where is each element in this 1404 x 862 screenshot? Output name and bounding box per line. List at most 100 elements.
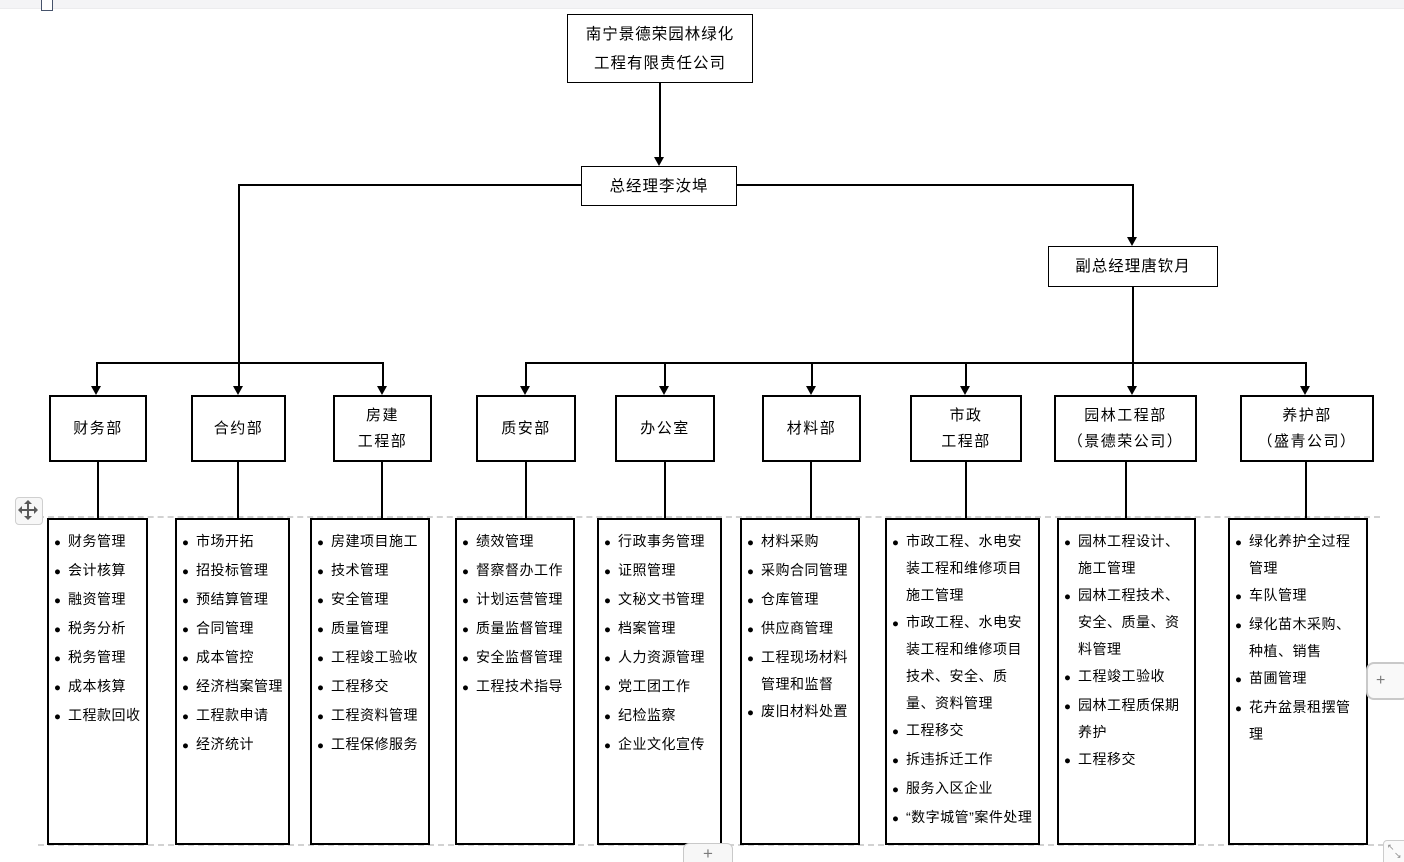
dept-label-line: 园林工程部	[1084, 406, 1167, 424]
dept-box-office: 办公室	[615, 395, 715, 462]
duty-item: 安全监督管理	[462, 644, 570, 673]
duty-text: 绿化养护全过程管理	[1249, 533, 1351, 576]
duty-text: 招投标管理	[196, 562, 269, 578]
duty-item: 市政工程、水电安装工程和维修项目技术、安全、质量、资料管理	[892, 609, 1035, 717]
duty-text: 融资管理	[68, 591, 126, 607]
connector-line	[811, 362, 813, 388]
duty-item: 行政事务管理	[604, 528, 717, 557]
duty-text: 人力资源管理	[618, 649, 705, 665]
arrow-down-icon	[659, 386, 669, 395]
bullet-icon	[604, 586, 618, 615]
dept-box-municipal-eng: 市政工程部	[910, 395, 1022, 462]
connector-line	[1125, 462, 1127, 518]
bullet-icon	[182, 586, 196, 615]
duty-text: 工程款申请	[196, 707, 269, 723]
arrow-down-icon	[960, 386, 970, 395]
connector-line	[1305, 462, 1307, 518]
resize-handle[interactable]: ↖ ↘	[1383, 840, 1404, 862]
bullet-icon	[182, 644, 196, 673]
bullet-icon	[317, 731, 331, 760]
duty-item: 计划运营管理	[462, 586, 570, 615]
dept-box-finance: 财务部	[49, 395, 147, 462]
duty-item: “数字城管”案件处理	[892, 804, 1035, 833]
duty-text: 工程保修服务	[331, 736, 418, 752]
bullet-icon	[317, 528, 331, 557]
duty-text: 计划运营管理	[476, 591, 563, 607]
duty-text: 技术管理	[331, 562, 389, 578]
bullet-icon	[747, 698, 761, 727]
duty-item: 文秘文书管理	[604, 586, 717, 615]
table-gridline	[38, 516, 1380, 518]
table-move-handle[interactable]	[15, 497, 43, 525]
bullet-icon	[1064, 663, 1078, 692]
duty-text: 园林工程质保期养护	[1078, 697, 1180, 740]
duty-item: 成本核算	[54, 673, 143, 702]
duty-text: 督察督办工作	[476, 562, 563, 578]
connector-line	[381, 462, 383, 518]
duty-text: 服务入区企业	[906, 780, 993, 796]
deputy-general-manager-label: 副总经理唐钦月	[1075, 258, 1191, 275]
dept-box-maintenance: 养护部（盛青公司）	[1240, 395, 1374, 462]
duty-item: 供应商管理	[747, 615, 855, 644]
duty-item: 融资管理	[54, 586, 143, 615]
duty-text: 绿化苗木采购、种植、销售	[1249, 616, 1351, 659]
duty-text: 拆违拆迁工作	[906, 751, 993, 767]
duty-text: 园林工程设计、施工管理	[1078, 533, 1180, 576]
bullet-icon	[1235, 528, 1249, 557]
duty-text: 车队管理	[1249, 587, 1307, 603]
duty-text: 工程款回收	[68, 707, 141, 723]
connector-line	[97, 462, 99, 518]
dept-label-line: 房建	[365, 406, 399, 424]
duties-list-municipal-eng: 市政工程、水电安装工程和维修项目施工管理市政工程、水电安装工程和维修项目技术、安…	[885, 518, 1040, 845]
duty-text: 财务管理	[68, 533, 126, 549]
duty-item: 督察督办工作	[462, 557, 570, 586]
duty-text: 安全管理	[331, 591, 389, 607]
duty-text: “数字城管”案件处理	[906, 809, 1033, 825]
duty-item: 质量管理	[317, 615, 425, 644]
bullet-icon	[604, 673, 618, 702]
dept-label-line: （盛青公司）	[1257, 432, 1357, 450]
bullet-icon	[54, 644, 68, 673]
general-manager-box: 总经理李汝埠	[581, 166, 737, 206]
duties-list-maintenance: 绿化养护全过程管理车队管理绿化苗木采购、种植、销售苗圃管理花卉盆景租摆管理	[1228, 518, 1368, 845]
duties-list-quality-safety: 绩效管理督察督办工作计划运营管理质量监督管理安全监督管理工程技术指导	[455, 518, 575, 845]
add-column-button[interactable]: +	[1366, 662, 1404, 700]
connector-line	[965, 462, 967, 518]
connector-line	[737, 184, 1134, 186]
duty-item: 工程现场材料管理和监督	[747, 644, 855, 698]
dept-label-line: 市政	[949, 406, 983, 424]
duty-text: 质量管理	[331, 620, 389, 636]
bullet-icon	[747, 644, 761, 673]
bullet-icon	[604, 702, 618, 731]
duty-text: 工程移交	[906, 722, 964, 738]
bullet-icon	[317, 586, 331, 615]
bullet-icon	[182, 702, 196, 731]
company-name-line: 南宁景德荣园林绿化	[585, 25, 735, 43]
duty-item: 质量监督管理	[462, 615, 570, 644]
connector-line	[237, 462, 239, 518]
duty-item: 经济档案管理	[182, 673, 285, 702]
bullet-icon	[1235, 694, 1249, 723]
duty-item: 绿化养护全过程管理	[1235, 528, 1363, 582]
bullet-icon	[604, 731, 618, 760]
duty-item: 企业文化宣传	[604, 731, 717, 760]
duty-text: 经济统计	[196, 736, 254, 752]
add-row-button[interactable]: +	[683, 843, 733, 862]
bullet-icon	[54, 702, 68, 731]
connector-line	[526, 362, 1307, 364]
bullet-icon	[892, 775, 906, 804]
duty-item: 材料采购	[747, 528, 855, 557]
duty-text: 园林工程技术、安全、质量、资料管理	[1078, 587, 1180, 657]
duty-item: 园林工程设计、施工管理	[1064, 528, 1191, 582]
move-icon	[18, 500, 38, 520]
bullet-icon	[182, 731, 196, 760]
connector-line	[1132, 184, 1134, 239]
duty-item: 采购合同管理	[747, 557, 855, 586]
duty-text: 证照管理	[618, 562, 676, 578]
duty-item: 工程竣工验收	[317, 644, 425, 673]
duty-item: 经济统计	[182, 731, 285, 760]
duty-text: 工程竣工验收	[1078, 668, 1165, 684]
bullet-icon	[1064, 692, 1078, 721]
bullet-icon	[1064, 746, 1078, 775]
duty-item: 工程竣工验收	[1064, 663, 1191, 692]
